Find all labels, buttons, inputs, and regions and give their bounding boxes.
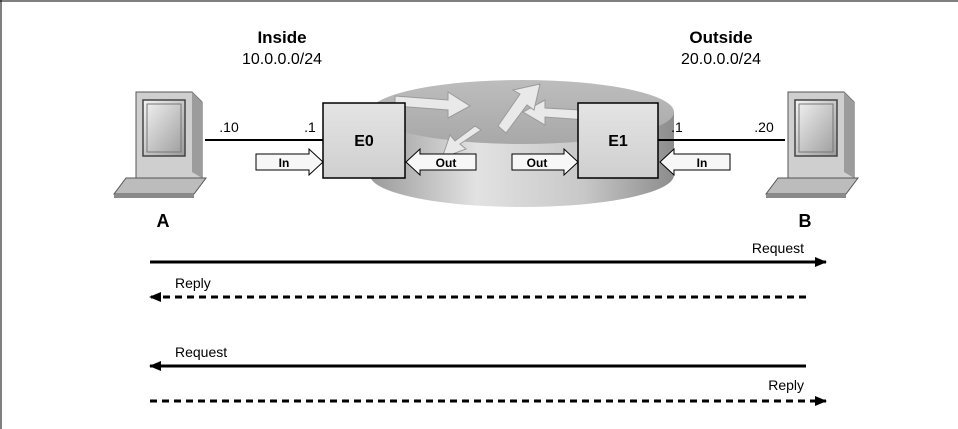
computer-b-icon bbox=[765, 91, 859, 198]
inside-subnet: 10.0.0.0/24 bbox=[242, 51, 322, 68]
computer-a-icon bbox=[113, 91, 207, 198]
host-b-label: B bbox=[799, 211, 812, 231]
flow-reply-b-to-a-label: Reply bbox=[175, 275, 211, 291]
host-a-label: A bbox=[157, 211, 170, 231]
flow-reply-a-to-b-label: Reply bbox=[768, 377, 804, 393]
flow-request-b-to-a-label: Request bbox=[175, 344, 227, 360]
interface-e0-box bbox=[322, 102, 406, 179]
interface-e1-box bbox=[577, 102, 659, 179]
e0-out-label: Out bbox=[436, 156, 457, 170]
interface-e0-address: .1 bbox=[304, 119, 316, 135]
host-b-address: .20 bbox=[754, 119, 774, 135]
interface-e1-address: .1 bbox=[671, 119, 683, 135]
e1-in-arrow: In bbox=[659, 147, 731, 177]
e1-out-arrow: Out bbox=[511, 147, 579, 177]
flow-request-a-to-b-label: Request bbox=[752, 240, 804, 256]
e0-out-arrow: Out bbox=[405, 147, 477, 177]
interface-e1-label: E1 bbox=[608, 133, 628, 150]
host-a-address: .10 bbox=[219, 119, 239, 135]
e1-in-label: In bbox=[697, 156, 708, 170]
e1-out-label: Out bbox=[527, 156, 548, 170]
outside-title: Outside bbox=[689, 28, 752, 47]
inside-title: Inside bbox=[257, 28, 306, 47]
e0-in-label: In bbox=[279, 156, 290, 170]
e0-in-arrow: In bbox=[255, 147, 324, 177]
outside-subnet: 20.0.0.0/24 bbox=[681, 51, 761, 68]
interface-e0-label: E0 bbox=[354, 133, 374, 150]
